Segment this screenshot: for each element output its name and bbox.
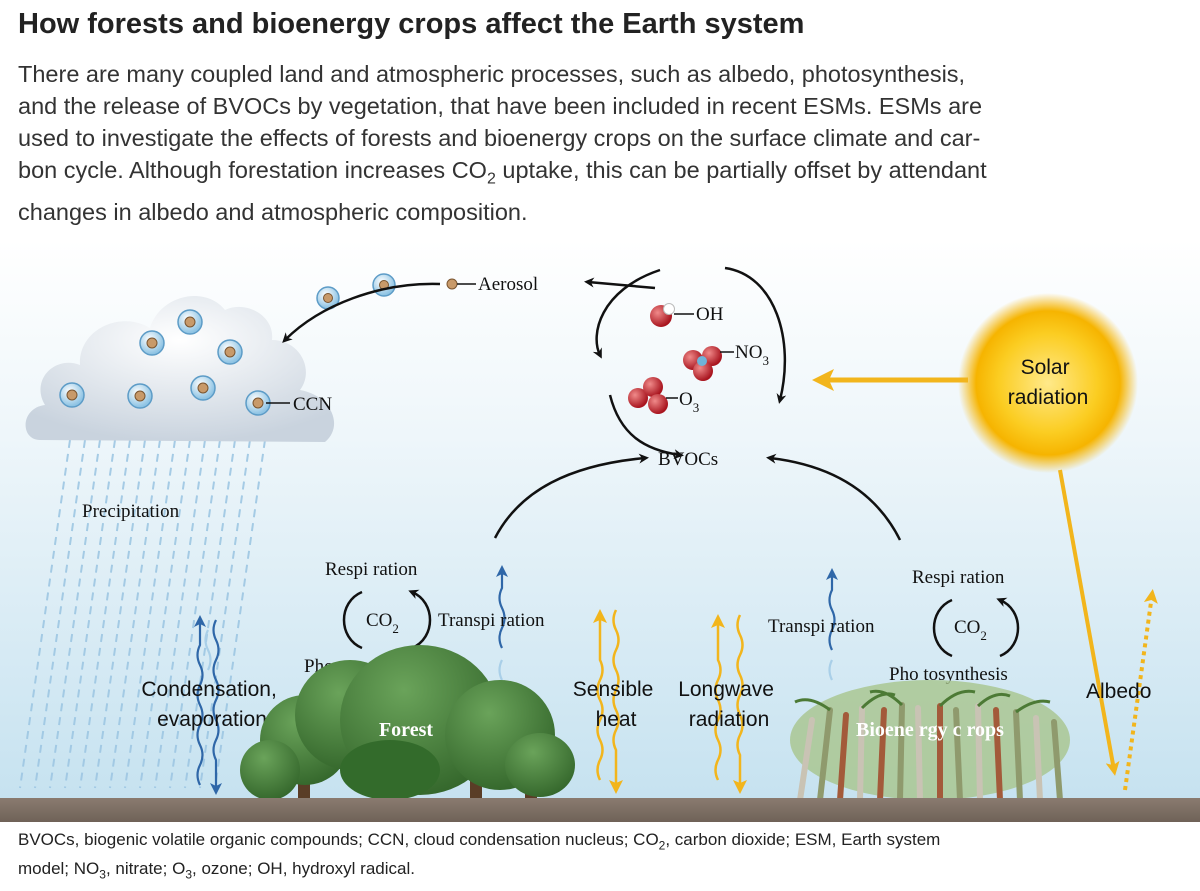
longwave-radiation-arrows — [711, 614, 747, 794]
ground — [0, 798, 1200, 822]
forest-label: Forest — [379, 719, 433, 741]
o3-label: O3 — [679, 389, 699, 415]
crops-transpiration-arrow — [826, 568, 838, 681]
aerosol-to-cloud-arrow — [282, 282, 441, 343]
crops-bvoc-arrow — [766, 453, 902, 541]
crops-transpiration-label: Transpi ration — [768, 616, 875, 637]
bvoc-to-aerosol-arrow — [584, 277, 656, 290]
forest-co2-cycle — [342, 592, 432, 650]
droplet-icon — [139, 330, 165, 356]
no3-label: NO3 — [735, 342, 769, 368]
sensible-heat-arrows — [593, 609, 623, 794]
albedo-label: Albedo — [1086, 680, 1151, 703]
no3-molecule-icon — [683, 346, 734, 381]
precipitation-rain — [19, 439, 266, 789]
longwave-radiation-label: Longwave radiation — [678, 678, 780, 731]
condensation-arrows — [194, 615, 222, 795]
forest-bvoc-arrow — [493, 453, 649, 539]
oh-label: OH — [696, 304, 724, 325]
page-title: How forests and bioenergy crops affect t… — [18, 8, 805, 40]
droplet-icon — [59, 382, 85, 408]
bvocs-label: BVOCs — [658, 449, 718, 470]
ccn-droplets — [59, 309, 290, 416]
solar-radiation-label: Solar radiation — [1008, 356, 1089, 409]
intro-line: bon cycle. Although forestation increase… — [18, 157, 987, 188]
intro-line: changes in albedo and atmospheric compos… — [18, 198, 528, 225]
bioenergy-crops — [790, 680, 1070, 803]
forest-trees — [240, 645, 575, 800]
crops-respiration-label: Respi ration — [912, 567, 1005, 588]
intro-line: used to investigate the effects of fores… — [18, 125, 981, 151]
crops-co2-cycle — [932, 600, 1020, 658]
sun-icon — [958, 293, 1138, 473]
intro-paragraph: There are many coupled land and atmosphe… — [18, 58, 1188, 228]
droplet-icon — [177, 309, 203, 335]
albedo-reflected-arrow — [1123, 589, 1158, 791]
caption-line: model; NO3, nitrate; O3, ozone; OH, hydr… — [18, 859, 415, 882]
oxidant-cycle — [592, 266, 787, 460]
crops-co2-label: CO2 — [954, 617, 987, 643]
caption: BVOCs, biogenic volatile organic compoun… — [18, 828, 1188, 887]
forest-transpiration-arrow — [496, 565, 508, 681]
aerosol-label: Aerosol — [478, 274, 538, 295]
forest-respiration-label: Respi ration — [325, 559, 418, 580]
intro-line: and the release of BVOCs by vegetation, … — [18, 93, 983, 119]
precipitation-label: Precipitation — [82, 501, 180, 522]
ccn-label: CCN — [293, 394, 332, 415]
intro-line: There are many coupled land and atmosphe… — [18, 61, 966, 87]
caption-line: BVOCs, biogenic volatile organic compoun… — [18, 830, 941, 853]
solar-incoming-arrow — [1058, 469, 1120, 776]
condensation-label: Condensation, evaporation — [141, 678, 282, 731]
forest-transpiration-label: Transpi ration — [438, 610, 545, 631]
forest-co2-label: CO2 — [366, 610, 399, 636]
droplet-icon — [217, 339, 243, 365]
droplet-icon — [127, 383, 153, 409]
sensible-heat-label: Sensible heat — [573, 678, 659, 731]
oh-molecule-icon — [650, 303, 694, 327]
droplet-icon — [190, 375, 216, 401]
crops-photosynthesis-label: Pho tosynthesis — [889, 664, 1008, 685]
o3-molecule-icon — [628, 377, 678, 414]
droplet-icon — [372, 273, 396, 297]
earth-system-diagram: CCN Aerosol OH NO3 O3 BVOCs — [0, 240, 1200, 822]
crops-label: Bioene rgy c rops — [856, 719, 1004, 741]
